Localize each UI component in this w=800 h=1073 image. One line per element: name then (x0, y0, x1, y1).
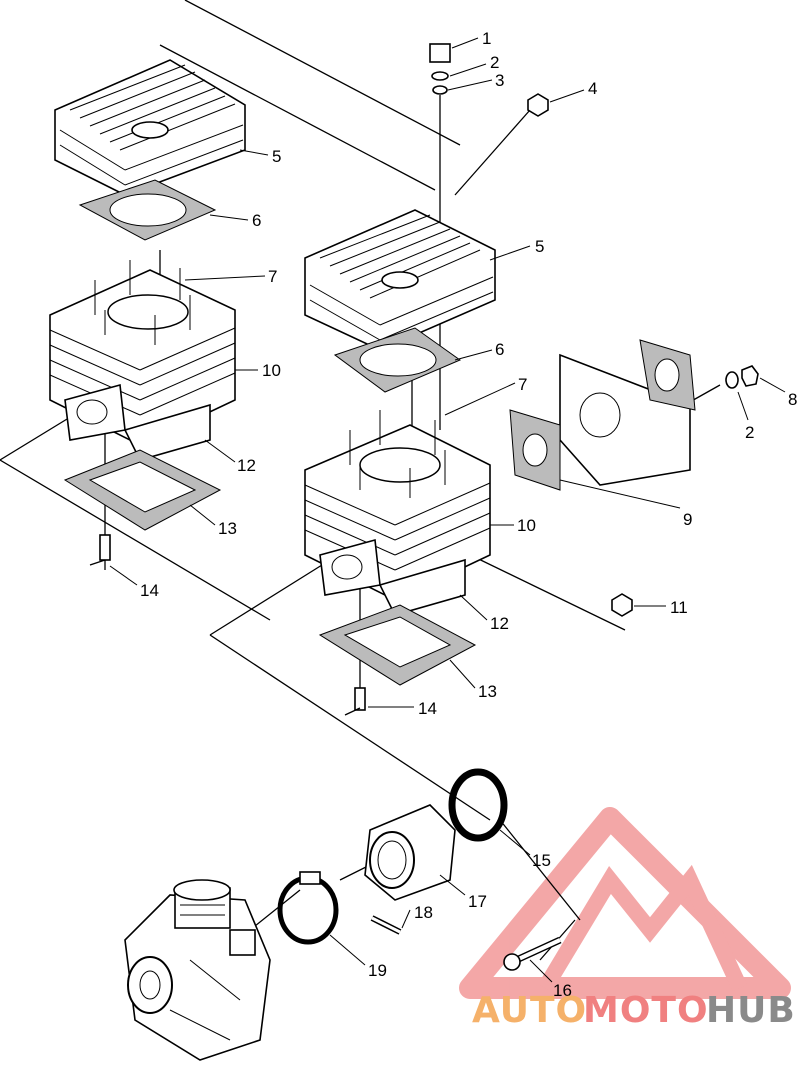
callout-label: 7 (268, 267, 277, 286)
right-cylinder-head (304, 209, 496, 351)
callout-label: 12 (237, 456, 256, 475)
left-base-gasket (63, 449, 222, 531)
callout-label: 17 (468, 892, 487, 911)
callout-label: 9 (683, 510, 692, 529)
left-cylinder (49, 260, 236, 461)
bolt-18 (370, 915, 402, 935)
callout-label: 13 (478, 682, 497, 701)
spacer-washer-stack (429, 43, 451, 95)
callout-label: 8 (788, 390, 797, 409)
left-cylinder-head (54, 59, 246, 196)
callout-label: 2 (745, 423, 754, 442)
watermark-hub: HUB (706, 990, 796, 1031)
callout-label: 10 (517, 516, 536, 535)
watermark-moto: MOTO (583, 990, 709, 1031)
callout-labels: 1 2 3 4 5 6 7 10 12 13 14 5 6 7 10 12 13… (140, 29, 797, 1000)
callout-label: 18 (414, 903, 433, 922)
callout-label: 16 (553, 981, 572, 1000)
nut-washer-right (725, 365, 759, 389)
callout-label: 3 (495, 71, 504, 90)
bolt-16 (503, 936, 562, 971)
automotohub-logo-icon (459, 807, 791, 999)
callout-label: 14 (140, 581, 159, 600)
right-head-gasket (333, 327, 462, 393)
callout-label: 5 (272, 147, 281, 166)
callout-label: 6 (252, 211, 261, 230)
callout-label: 13 (218, 519, 237, 538)
right-fitting (344, 687, 366, 716)
callout-label: 15 (532, 851, 551, 870)
callout-label: 5 (535, 237, 544, 256)
intake-boot (364, 804, 456, 901)
callout-label: 4 (588, 79, 597, 98)
left-fitting (89, 534, 111, 566)
callout-label: 14 (418, 699, 437, 718)
callout-label: 2 (490, 53, 499, 72)
callout-label: 1 (482, 29, 491, 48)
callout-label: 11 (670, 598, 688, 617)
left-head-gasket (78, 179, 217, 241)
right-base-gasket (318, 604, 477, 686)
callout-label: 6 (495, 340, 504, 359)
watermark-auto: AUTO (472, 990, 587, 1031)
clamp-ring (277, 871, 339, 945)
watermark-text: AUTO MOTO HUB (472, 990, 796, 1031)
callout-label: 10 (262, 361, 281, 380)
right-cylinder (304, 410, 491, 616)
callout-ticks (109, 37, 786, 983)
carburetor (124, 879, 271, 1061)
intake-plate-and-gaskets (509, 339, 696, 491)
nut-middle (611, 593, 633, 617)
o-ring (448, 768, 508, 842)
callout-label: 19 (368, 961, 387, 980)
nut-top (527, 93, 549, 117)
callout-label: 7 (518, 375, 527, 394)
callout-label: 12 (490, 614, 509, 633)
